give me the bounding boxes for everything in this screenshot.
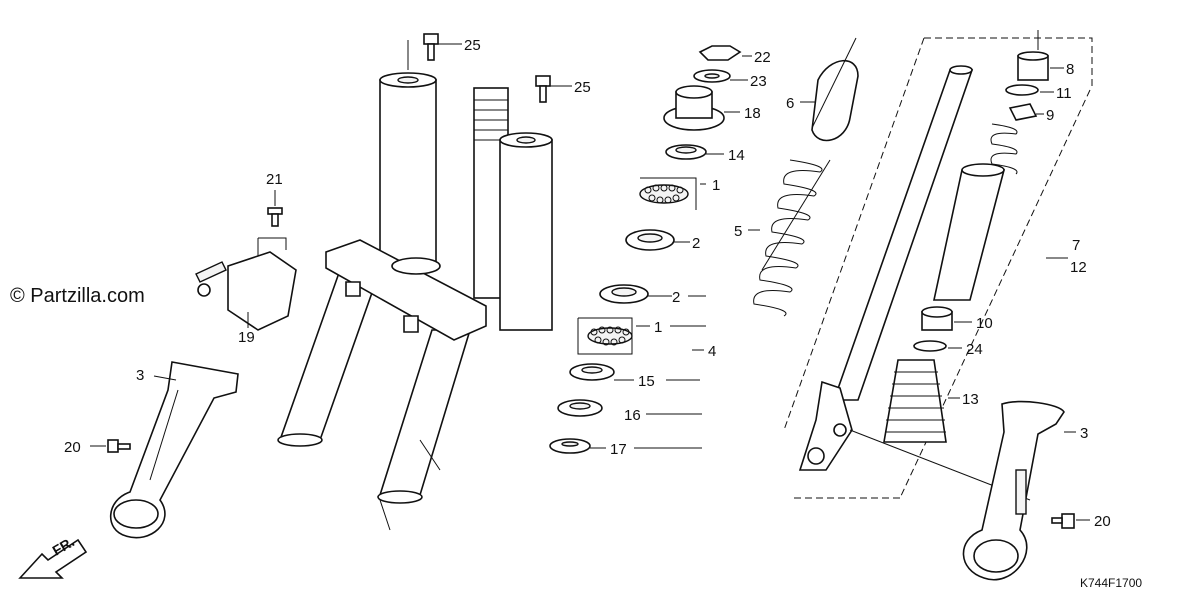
watermark: © Partzilla.com [10,285,145,307]
bolt-25-lower [535,75,572,103]
callout-18: 18 [744,105,761,122]
callout-4: 4 [708,343,716,360]
callout-25-lower: 25 [574,79,591,96]
callout-8: 8 [1066,61,1074,78]
callout-13: 13 [962,391,979,408]
callout-20-right: 20 [1094,513,1111,530]
callout-23: 23 [750,73,767,90]
callout-14: 14 [728,147,745,164]
callout-21: 21 [266,171,283,188]
fork-leg-7-12 [783,30,1093,501]
callout-7: 7 [1072,237,1080,254]
callout-25-upper: 25 [464,37,481,54]
spring-5 [748,159,831,317]
rubber-boot-6 [800,37,859,142]
callout-11: 11 [1056,85,1072,102]
fork-assembly [277,40,553,531]
callout-15: 15 [638,373,655,390]
callout-10: 10 [976,315,993,332]
bolt-20-right [1051,513,1090,529]
fork-leg-cover-3-left [109,361,239,539]
callout-3-left: 3 [136,367,144,384]
callout-6: 6 [786,95,794,112]
callout-9: 9 [1046,107,1054,124]
callout-5: 5 [734,223,742,240]
callout-22: 22 [754,49,771,66]
callout-19: 19 [238,329,255,346]
callout-17: 17 [610,441,627,458]
bolt-25-upper [423,33,462,61]
bolt-20-left [90,439,131,453]
callout-12: 12 [1070,259,1087,276]
screw-21 [267,190,283,227]
diagram-code: K744F1700 [1080,576,1142,590]
callout-2-lower: 2 [672,289,680,306]
callout-20-left: 20 [64,439,81,456]
fork-leg-cover-3-right [962,400,1076,581]
front-direction-arrow-icon: FR. [18,533,88,579]
steering-lock-19 [195,237,297,331]
callout-24: 24 [966,341,983,358]
steering-head-parts [549,45,752,454]
callout-1-lower: 1 [654,319,662,336]
callout-3-right: 3 [1080,425,1088,442]
callout-2-upper: 2 [692,235,700,252]
callout-1-upper: 1 [712,177,720,194]
callout-16: 16 [624,407,641,424]
